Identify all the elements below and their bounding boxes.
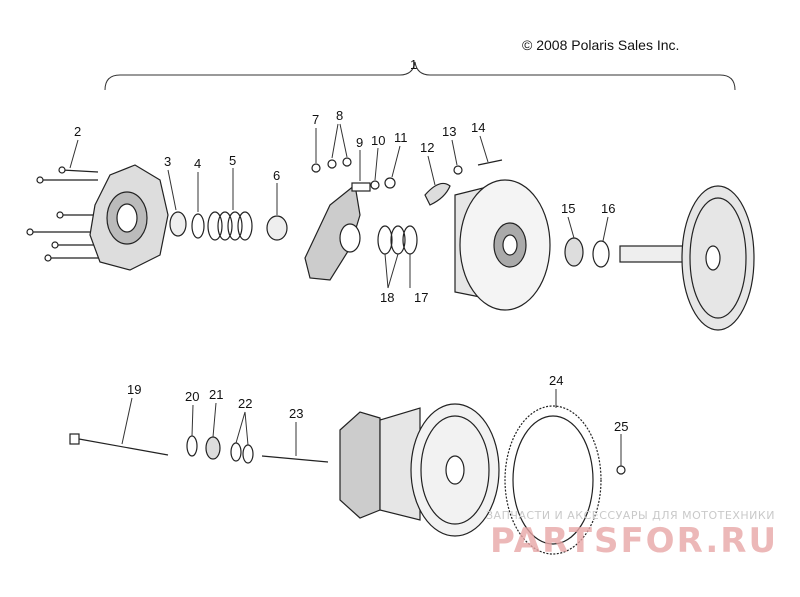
callout-25: 25: [614, 419, 628, 434]
ring-18a: [377, 225, 393, 255]
pin-23: [261, 455, 329, 463]
fixed-sheave: [619, 185, 755, 331]
callout-12: 12: [420, 140, 434, 155]
callout-24: 24: [549, 373, 563, 388]
copyright-text: © 2008 Polaris Sales Inc.: [522, 37, 679, 53]
callout-18: 18: [380, 290, 394, 305]
leader-lines: [69, 123, 622, 466]
nut-13: [453, 165, 463, 175]
washer-20: [186, 435, 198, 457]
washer-extra: [327, 159, 337, 169]
callout-8: 8: [336, 108, 343, 123]
ring-gear-24: [504, 405, 602, 555]
callout-6: 6: [273, 168, 280, 183]
moveable-sheave: [454, 179, 551, 311]
callout-5: 5: [229, 153, 236, 168]
screw-25: [616, 465, 626, 475]
callout-11: 11: [394, 130, 408, 145]
callout-10: 10: [371, 133, 385, 148]
bushing-15: [564, 237, 584, 267]
callout-labels: 1 2 3 4 5 6 7 8 9 10 11 12 13 14 15 16 1…: [74, 57, 628, 434]
callout-2: 2: [74, 124, 81, 139]
washer-4: [191, 213, 205, 239]
ring-6: [266, 215, 288, 241]
callout-1: 1: [410, 57, 417, 72]
callout-3: 3: [164, 154, 171, 169]
pin-9: [351, 182, 371, 192]
callout-4: 4: [194, 156, 201, 171]
roller-11: [384, 177, 396, 189]
callout-23: 23: [289, 406, 303, 421]
callout-14: 14: [471, 120, 485, 135]
weight-12: [424, 182, 451, 206]
bolt-14: [477, 159, 503, 166]
bolt-set-2: [26, 166, 99, 262]
callout-19: 19: [127, 382, 141, 397]
ring-16: [592, 240, 610, 268]
lower-assembly: [69, 403, 626, 555]
callout-22: 22: [238, 396, 252, 411]
callout-17: 17: [414, 290, 428, 305]
watermark-brand: PARTSFOR.RU: [490, 521, 778, 561]
washer-8: [342, 157, 352, 167]
bolt-19: [69, 433, 80, 445]
spring-5: [207, 211, 253, 241]
assembly-bracket: [104, 61, 736, 91]
bushing-10: [370, 180, 380, 190]
oring-22a: [230, 442, 242, 462]
bushing-3: [169, 211, 187, 237]
spider: [304, 183, 361, 281]
bushing-21: [205, 436, 221, 460]
callout-16: 16: [601, 201, 615, 216]
watermark-caption: ЗАПЧАСТИ И АКСЕССУАРЫ ДЛЯ МОТОТЕХНИКИ: [486, 509, 775, 522]
callout-20: 20: [185, 389, 199, 404]
callout-13: 13: [442, 124, 456, 139]
callout-7: 7: [312, 112, 319, 127]
callout-9: 9: [356, 135, 363, 150]
callout-15: 15: [561, 201, 575, 216]
upper-assembly: [26, 157, 755, 331]
assembled-clutch: [339, 403, 500, 537]
cover-plate: [89, 164, 169, 271]
bolt-19-shaft: [78, 438, 169, 456]
roller-7: [311, 163, 321, 173]
callout-21: 21: [209, 387, 223, 402]
oring-22b: [242, 444, 254, 464]
